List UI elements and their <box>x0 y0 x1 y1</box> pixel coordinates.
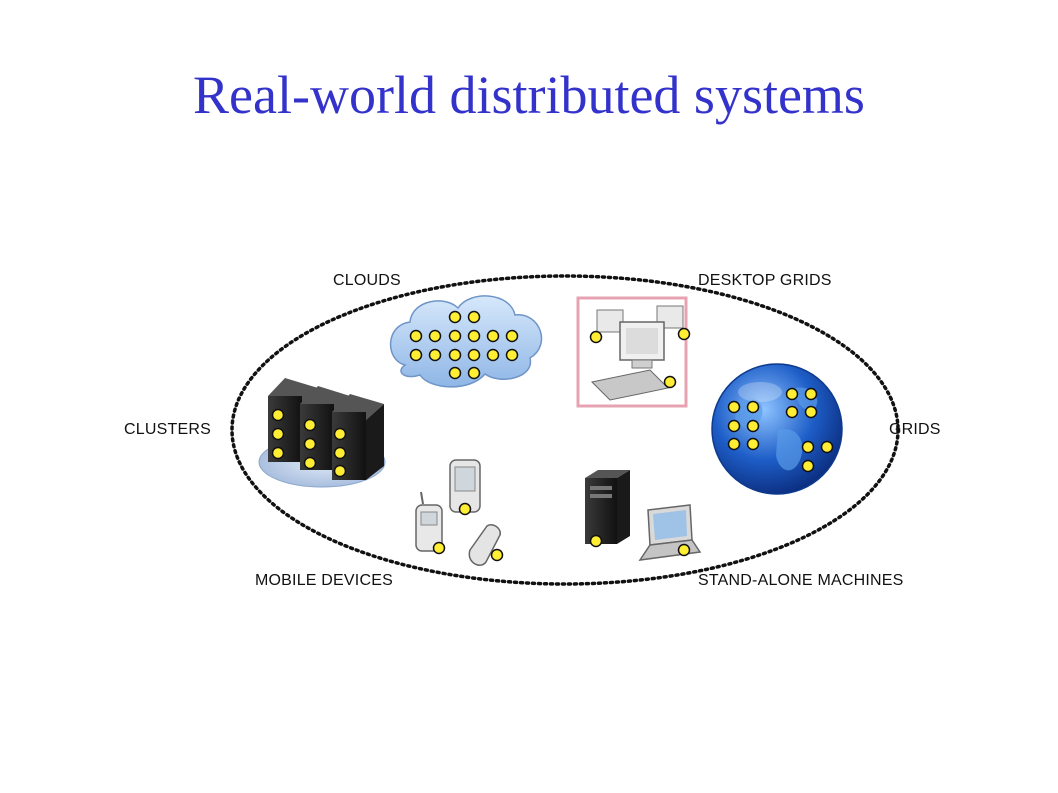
label-clusters: CLUSTERS <box>124 421 211 438</box>
desktop-grid-icon <box>576 296 691 408</box>
system-ring <box>230 274 900 586</box>
slide-title: Real-world distributed systems <box>193 65 865 125</box>
cloud-icon <box>389 295 543 388</box>
standalone-machines-icon <box>585 470 702 561</box>
label-grids: GRIDS <box>889 421 941 438</box>
label-desktop-grids: DESKTOP GRIDS <box>698 272 832 289</box>
label-stand-alone-machines: STAND-ALONE MACHINES <box>698 572 904 589</box>
globe-icon <box>711 363 843 495</box>
label-clouds: CLOUDS <box>333 272 401 289</box>
label-mobile-devices: MOBILE DEVICES <box>255 572 393 589</box>
mobile-devices-icon <box>415 459 504 566</box>
cluster-servers-icon <box>258 378 386 488</box>
